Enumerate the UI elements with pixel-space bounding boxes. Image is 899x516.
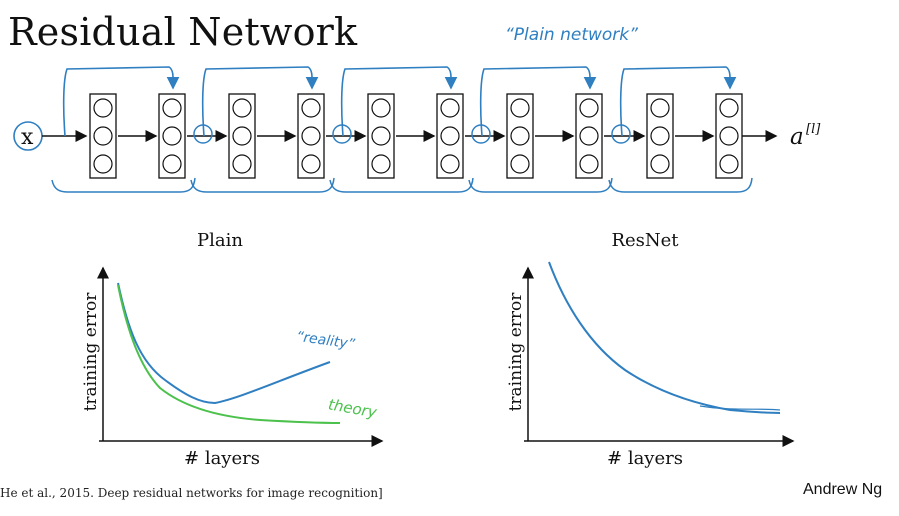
block-2-skip-connection xyxy=(201,66,319,137)
block-1-layer-b-neuron xyxy=(162,98,182,118)
block-5-layer-b-neuron xyxy=(719,98,739,118)
block-2-layer-b-neuron xyxy=(301,126,321,146)
block-5-layer-a-neuron xyxy=(650,154,670,174)
resnet-curve-tail xyxy=(699,405,781,411)
block-5-layer-a-neuron xyxy=(650,126,670,146)
block-4-layer-a-neuron xyxy=(510,154,530,174)
block-2-bracket xyxy=(190,177,335,193)
resnet-y-axis-label: training error xyxy=(506,292,526,412)
block-5-junction xyxy=(611,124,631,144)
block-5-layer-a-box xyxy=(646,93,674,179)
block-4-junction xyxy=(471,124,491,144)
plain-y-axis-label: training error xyxy=(81,292,101,412)
block-1-skip-connection xyxy=(62,66,180,137)
theory-label: theory xyxy=(327,395,379,421)
block-2-layer-b-neuron xyxy=(301,98,321,118)
block-4-layer-b-neuron xyxy=(579,126,599,146)
citation: He et al., 2015. Deep residual networks … xyxy=(0,486,383,500)
block-5-skip-connection xyxy=(619,66,737,137)
output-superscript: [l] xyxy=(806,122,821,137)
block-4-skip-connection xyxy=(479,66,597,137)
block-2-layer-a-box xyxy=(228,93,256,179)
block-3-bracket xyxy=(329,177,474,193)
resnet-plot-title: ResNet xyxy=(611,230,679,251)
block-5-layer-a-neuron xyxy=(650,98,670,118)
block-3-layer-a-neuron xyxy=(371,126,391,146)
block-2-layer-b-neuron xyxy=(301,154,321,174)
block-2-layer-a-neuron xyxy=(232,98,252,118)
block-3-skip-connection xyxy=(340,66,458,137)
block-4-layer-a-box xyxy=(506,93,534,179)
input-label: x xyxy=(21,125,34,150)
block-3-layer-a-neuron xyxy=(371,154,391,174)
author-name: Andrew Ng xyxy=(803,481,883,498)
block-3-layer-a-box xyxy=(367,93,395,179)
block-1-layer-a-neuron xyxy=(93,126,113,146)
block-3-layer-a-neuron xyxy=(371,98,391,118)
plain-network-annotation: “Plain network” xyxy=(505,25,638,45)
resnet-x-axis-label: # layers xyxy=(607,448,683,469)
block-3-layer-b-neuron xyxy=(440,126,460,146)
residual-blocks xyxy=(51,66,753,193)
block-1-layer-a-box xyxy=(89,93,117,179)
block-4-bracket xyxy=(468,177,613,193)
block-4-layer-a-neuron xyxy=(510,126,530,146)
reality-label: “reality” xyxy=(295,329,356,353)
plain-theory-curve xyxy=(117,284,341,424)
resnet-plot: ResNet training error # layers xyxy=(506,230,795,469)
block-1-layer-a-neuron xyxy=(93,154,113,174)
page-title: Residual Network xyxy=(8,10,358,54)
block-1-layer-a-neuron xyxy=(93,98,113,118)
block-3-layer-b-neuron xyxy=(440,154,460,174)
block-4-layer-b-box xyxy=(575,93,603,179)
plain-plot: Plain training error # layers “reality” … xyxy=(81,230,384,469)
block-3-layer-b-neuron xyxy=(440,98,460,118)
resnet-curve xyxy=(548,261,781,414)
plain-reality-curve xyxy=(117,282,331,405)
block-2-junction xyxy=(193,124,213,144)
plain-plot-title: Plain xyxy=(197,230,243,251)
block-1-bracket xyxy=(51,177,196,193)
block-4-layer-a-neuron xyxy=(510,98,530,118)
block-5-layer-b-neuron xyxy=(719,126,739,146)
block-1-layer-b-neuron xyxy=(162,154,182,174)
block-5-layer-b-neuron xyxy=(719,154,739,174)
block-1-layer-b-box xyxy=(158,93,186,179)
block-5-bracket xyxy=(608,177,753,193)
block-3-junction xyxy=(332,124,352,144)
block-4-layer-b-neuron xyxy=(579,154,599,174)
block-3-layer-b-box xyxy=(436,93,464,179)
block-2-layer-a-neuron xyxy=(232,154,252,174)
block-2-layer-b-box xyxy=(297,93,325,179)
block-1-layer-b-neuron xyxy=(162,126,182,146)
plain-x-axis-label: # layers xyxy=(184,448,260,469)
output-label: a xyxy=(790,124,804,150)
block-2-layer-a-neuron xyxy=(232,126,252,146)
block-4-layer-b-neuron xyxy=(579,98,599,118)
